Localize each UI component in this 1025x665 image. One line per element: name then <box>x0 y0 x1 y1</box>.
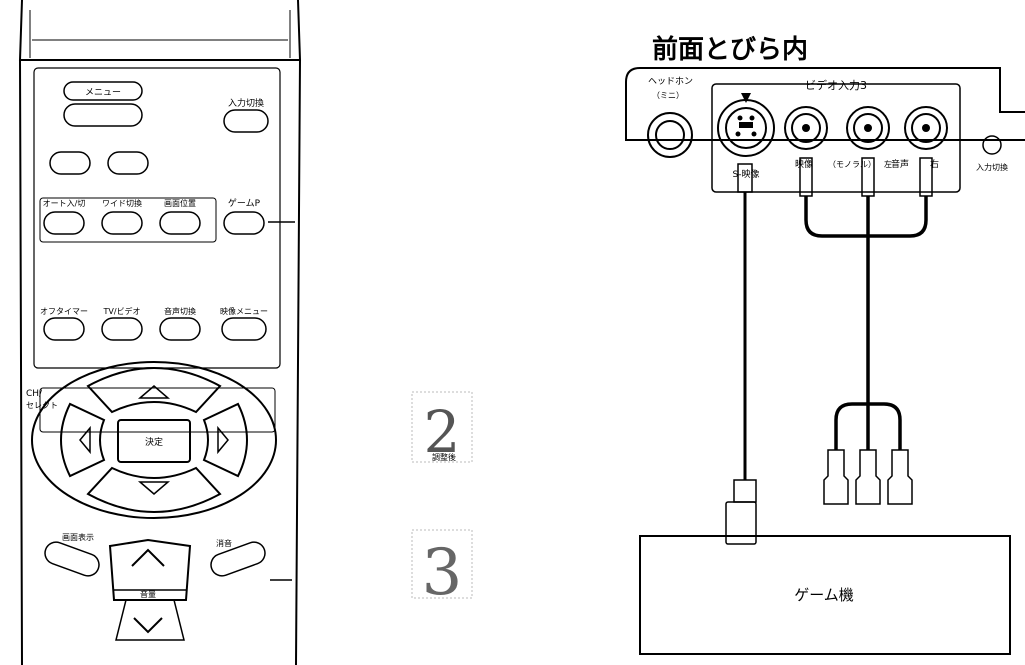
volume-down-icon <box>133 617 163 634</box>
video-plug-bottom <box>823 449 849 505</box>
front-panel-outline <box>625 67 1025 141</box>
audio-switch-button[interactable] <box>159 317 201 341</box>
video-jack-outer <box>784 106 828 150</box>
step-2-box <box>411 391 473 463</box>
s-video-label: S-映像 <box>733 168 760 180</box>
volume-up-icon <box>131 548 165 567</box>
left-arrow-icon <box>79 425 91 455</box>
audio-switch-label: 音声切換 <box>164 306 196 316</box>
video-input-label: ビデオ入力3 <box>805 78 867 92</box>
auto-input-button[interactable] <box>43 211 85 235</box>
video-label: 映像 <box>795 158 813 170</box>
audio-left-plug-bottom <box>855 449 881 505</box>
panel-input-switch-label: 入力切換 <box>976 162 1008 172</box>
audio-left-jack <box>853 113 883 143</box>
mute-button[interactable] <box>208 539 268 579</box>
video-input-frame <box>711 83 961 193</box>
dpad-left-button[interactable] <box>60 402 106 478</box>
audio-label: 音声 <box>891 158 909 170</box>
menu-button[interactable] <box>63 103 143 127</box>
blank-button-2[interactable] <box>107 151 149 175</box>
enter-label: 決定 <box>145 436 163 448</box>
button-group-frame <box>39 197 217 243</box>
picture-menu-button[interactable] <box>221 317 267 341</box>
game-console <box>639 535 1011 655</box>
game-p-button[interactable] <box>223 211 265 235</box>
blank-button-1[interactable] <box>49 151 91 175</box>
wide-switch-button[interactable] <box>101 211 143 235</box>
right-arrow-icon <box>217 425 229 455</box>
dpad-up-button[interactable] <box>86 367 222 414</box>
s-video-plug-collar <box>733 479 757 503</box>
volume-down-button[interactable] <box>115 599 185 641</box>
input-switch-label: 入力切換 <box>228 97 264 109</box>
menu-label: メニュー <box>85 88 121 98</box>
headphone-label: ヘッドホン <box>648 76 693 87</box>
s-video-key <box>739 122 753 128</box>
mute-label: 消音 <box>216 538 232 548</box>
s-video-marker-icon <box>741 93 751 103</box>
screen-position-button[interactable] <box>159 211 201 235</box>
dpad-right-button[interactable] <box>202 402 248 478</box>
audio-right-jack-pin <box>922 124 930 132</box>
ch-select-label-1: CH/ <box>26 389 43 399</box>
off-timer-button[interactable] <box>43 317 85 341</box>
video-jack-pin <box>802 124 810 132</box>
display-button[interactable] <box>42 539 102 579</box>
s-video-jack <box>725 107 767 149</box>
headphone-jack-outer <box>647 112 693 158</box>
dpad-ring <box>31 361 277 519</box>
tv-video-label: TV/ビデオ <box>102 306 140 316</box>
step-3-number: 3 <box>422 536 463 610</box>
mono-label: （モノラル） <box>828 160 876 169</box>
step-3-box <box>411 529 473 599</box>
step-2-sublabel: 調整後 <box>432 452 456 462</box>
video-jack <box>791 113 821 143</box>
off-timer-label: オフタイマー <box>40 307 88 316</box>
ch-select-label-2: セレクト <box>26 401 58 410</box>
enter-button[interactable] <box>117 419 191 463</box>
game-console-label: ゲーム機 <box>794 586 854 604</box>
dpad-down-button[interactable] <box>86 466 222 513</box>
dpad <box>31 361 277 519</box>
menu-button-outline <box>63 81 143 101</box>
input-switch-indicator[interactable] <box>982 135 1002 155</box>
tv-video-button[interactable] <box>101 317 143 341</box>
panel-title: 前面とびら内 <box>652 34 808 65</box>
volume-label: 音量 <box>140 589 156 599</box>
picture-menu-label: 映像メニュー <box>220 306 268 316</box>
display-label: 画面表示 <box>62 532 94 542</box>
screen-position-label: 画面位置 <box>164 198 196 208</box>
audio-left-jack-pin <box>864 124 872 132</box>
audio-left-label: 左 <box>884 159 892 169</box>
headphone-jack <box>655 120 685 150</box>
auto-input-label: オート入/切 <box>43 199 86 208</box>
remote-control <box>18 0 302 665</box>
step-2-number: 2 <box>424 398 461 466</box>
audio-left-jack-outer <box>846 106 890 150</box>
rca-cable-bundle-top <box>804 196 928 238</box>
volume-rocker <box>108 538 192 601</box>
audio-right-plug-bottom <box>887 449 913 505</box>
input-switch-button[interactable] <box>223 109 269 133</box>
audio-right-label: 右 <box>930 158 939 170</box>
audio-right-jack <box>911 113 941 143</box>
audio-right-jack-outer <box>904 106 948 150</box>
wide-label: ワイド切換 <box>102 198 142 208</box>
game-p-label: ゲームP <box>228 197 261 209</box>
s-video-plug-bottom <box>725 501 757 545</box>
headphone-sub-label: （ミニ） <box>652 91 684 100</box>
up-arrow-icon <box>137 385 171 399</box>
down-arrow-icon <box>137 481 171 495</box>
